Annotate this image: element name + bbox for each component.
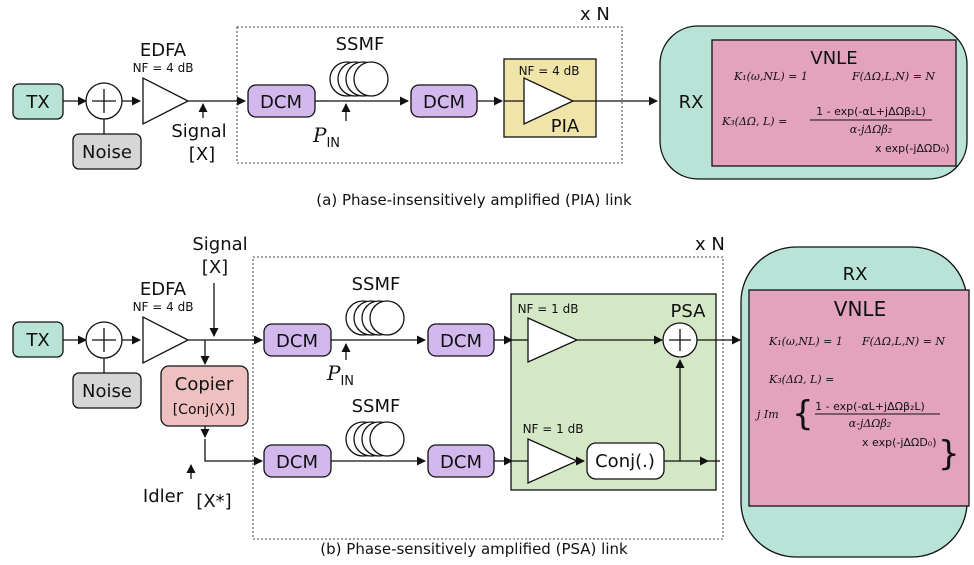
vnle-label-b: VNLE [834, 297, 886, 321]
vnle-block-a[interactable] [711, 39, 957, 167]
k3-lhs-b: K₃(ΔΩ, L) = [768, 373, 834, 386]
panel-a-pia-link: x N TX Noise EDFA NF = 4 dB Signal [X] D… [12, 4, 968, 209]
signal-x-a: [X] [189, 144, 215, 165]
vnle-block-b[interactable] [748, 289, 970, 507]
k1-equation-a: K₁(ω,NL) = 1 [733, 70, 808, 83]
dcm-2-label-a: DCM [423, 92, 465, 113]
k3-numerator-b: 1 - exp(-αL+jΔΩβ₂L) [815, 400, 925, 413]
idler-x-label: [X*] [196, 491, 231, 512]
adder-b [85, 321, 123, 359]
caption-a: (a) Phase-insensitively amplified (PIA) … [316, 191, 632, 209]
noise-label-a: Noise [82, 142, 132, 163]
dcm-1-label-a: DCM [260, 92, 302, 113]
noise-label-b: Noise [82, 381, 132, 402]
pin-label-b: PIN [326, 361, 354, 389]
dcm-2-bottom-label-b: DCM [440, 452, 482, 473]
k3-denominator-a: α-jΔΩβ₂ [850, 123, 892, 136]
vnle-label-a: VNLE [810, 48, 857, 69]
k3-tail-a: x exp(-jΔΩD₀) [875, 142, 950, 155]
k3-tail-b: x exp(-jΔΩD₀) [862, 436, 937, 449]
rx-label-a: RX [679, 92, 704, 113]
k3-brace-open-b: { [792, 394, 814, 434]
signal-x-b: [X] [202, 257, 228, 278]
pia-nf-label: NF = 4 dB [519, 64, 580, 78]
tx-label-a: TX [25, 92, 49, 113]
psa-label: PSA [671, 301, 707, 322]
f-equation-b: F(ΔΩ,L,N) = N [861, 335, 945, 348]
copier-label: Copier [175, 374, 234, 395]
psa-adder [662, 322, 698, 358]
panel-b-psa-link: x N TX Noise EDFA NF = 4 dB Signal [X] C… [12, 234, 970, 558]
signal-label-a: Signal [171, 121, 226, 142]
dcm-2-top-label-b: DCM [440, 331, 482, 352]
dcm-1-top-label-b: DCM [276, 331, 318, 352]
k1-equation-b: K₁(ω,NL) = 1 [768, 335, 843, 348]
noise-block-a[interactable] [72, 133, 142, 170]
rx-label-b: RX [843, 264, 868, 285]
caption-b: (b) Phase-sensitively amplified (PSA) li… [320, 540, 628, 558]
copier-sublabel: [Conj(X)] [173, 402, 236, 418]
signal-label-b: Signal [192, 234, 247, 255]
psa-nf-bottom: NF = 1 dB [523, 422, 584, 436]
k3-numerator-a: 1 - exp(-αL+jΔΩβ₂L) [816, 105, 926, 118]
repeat-box-a [236, 26, 623, 164]
edfa-amplifier-a [142, 76, 190, 126]
edfa-amplifier-b [142, 315, 190, 365]
tx-label-b: TX [25, 330, 49, 351]
k3-brace-close-b: } [938, 434, 960, 474]
edfa-nf-b: NF = 4 dB [133, 300, 194, 314]
dcm-1-bottom-label-b: DCM [276, 452, 318, 473]
ssmf-bottom-label-b: SSMF [352, 396, 401, 417]
adder-a [85, 82, 123, 120]
k3-im-b: j Im [754, 408, 779, 421]
edfa-nf-a: NF = 4 dB [133, 61, 194, 75]
k3-denominator-b: α-jΔΩβ₂ [849, 417, 891, 430]
edfa-label-b: EDFA [140, 279, 187, 300]
repeat-label-b: x N [695, 234, 725, 255]
repeat-label-a: x N [580, 4, 610, 25]
ssmf-spool-top-b [345, 300, 405, 336]
pia-label: PIA [551, 116, 580, 137]
ssmf-top-label-b: SSMF [352, 274, 401, 295]
ssmf-spool-a [329, 61, 389, 97]
idler-wire [204, 439, 237, 462]
pin-label-a: PIN [312, 123, 340, 151]
k3-lhs-a: K₃(ΔΩ, L) = [721, 115, 787, 128]
ssmf-label-a: SSMF [336, 34, 385, 55]
idler-label: Idler [143, 486, 184, 507]
psa-nf-top: NF = 1 dB [518, 302, 579, 316]
conj-label: Conj(.) [595, 451, 655, 472]
f-equation-a: F(ΔΩ,L,N) = N [851, 70, 935, 83]
edfa-label-a: EDFA [140, 40, 187, 61]
ssmf-spool-bottom-b [345, 421, 405, 457]
noise-block-b[interactable] [72, 372, 142, 409]
